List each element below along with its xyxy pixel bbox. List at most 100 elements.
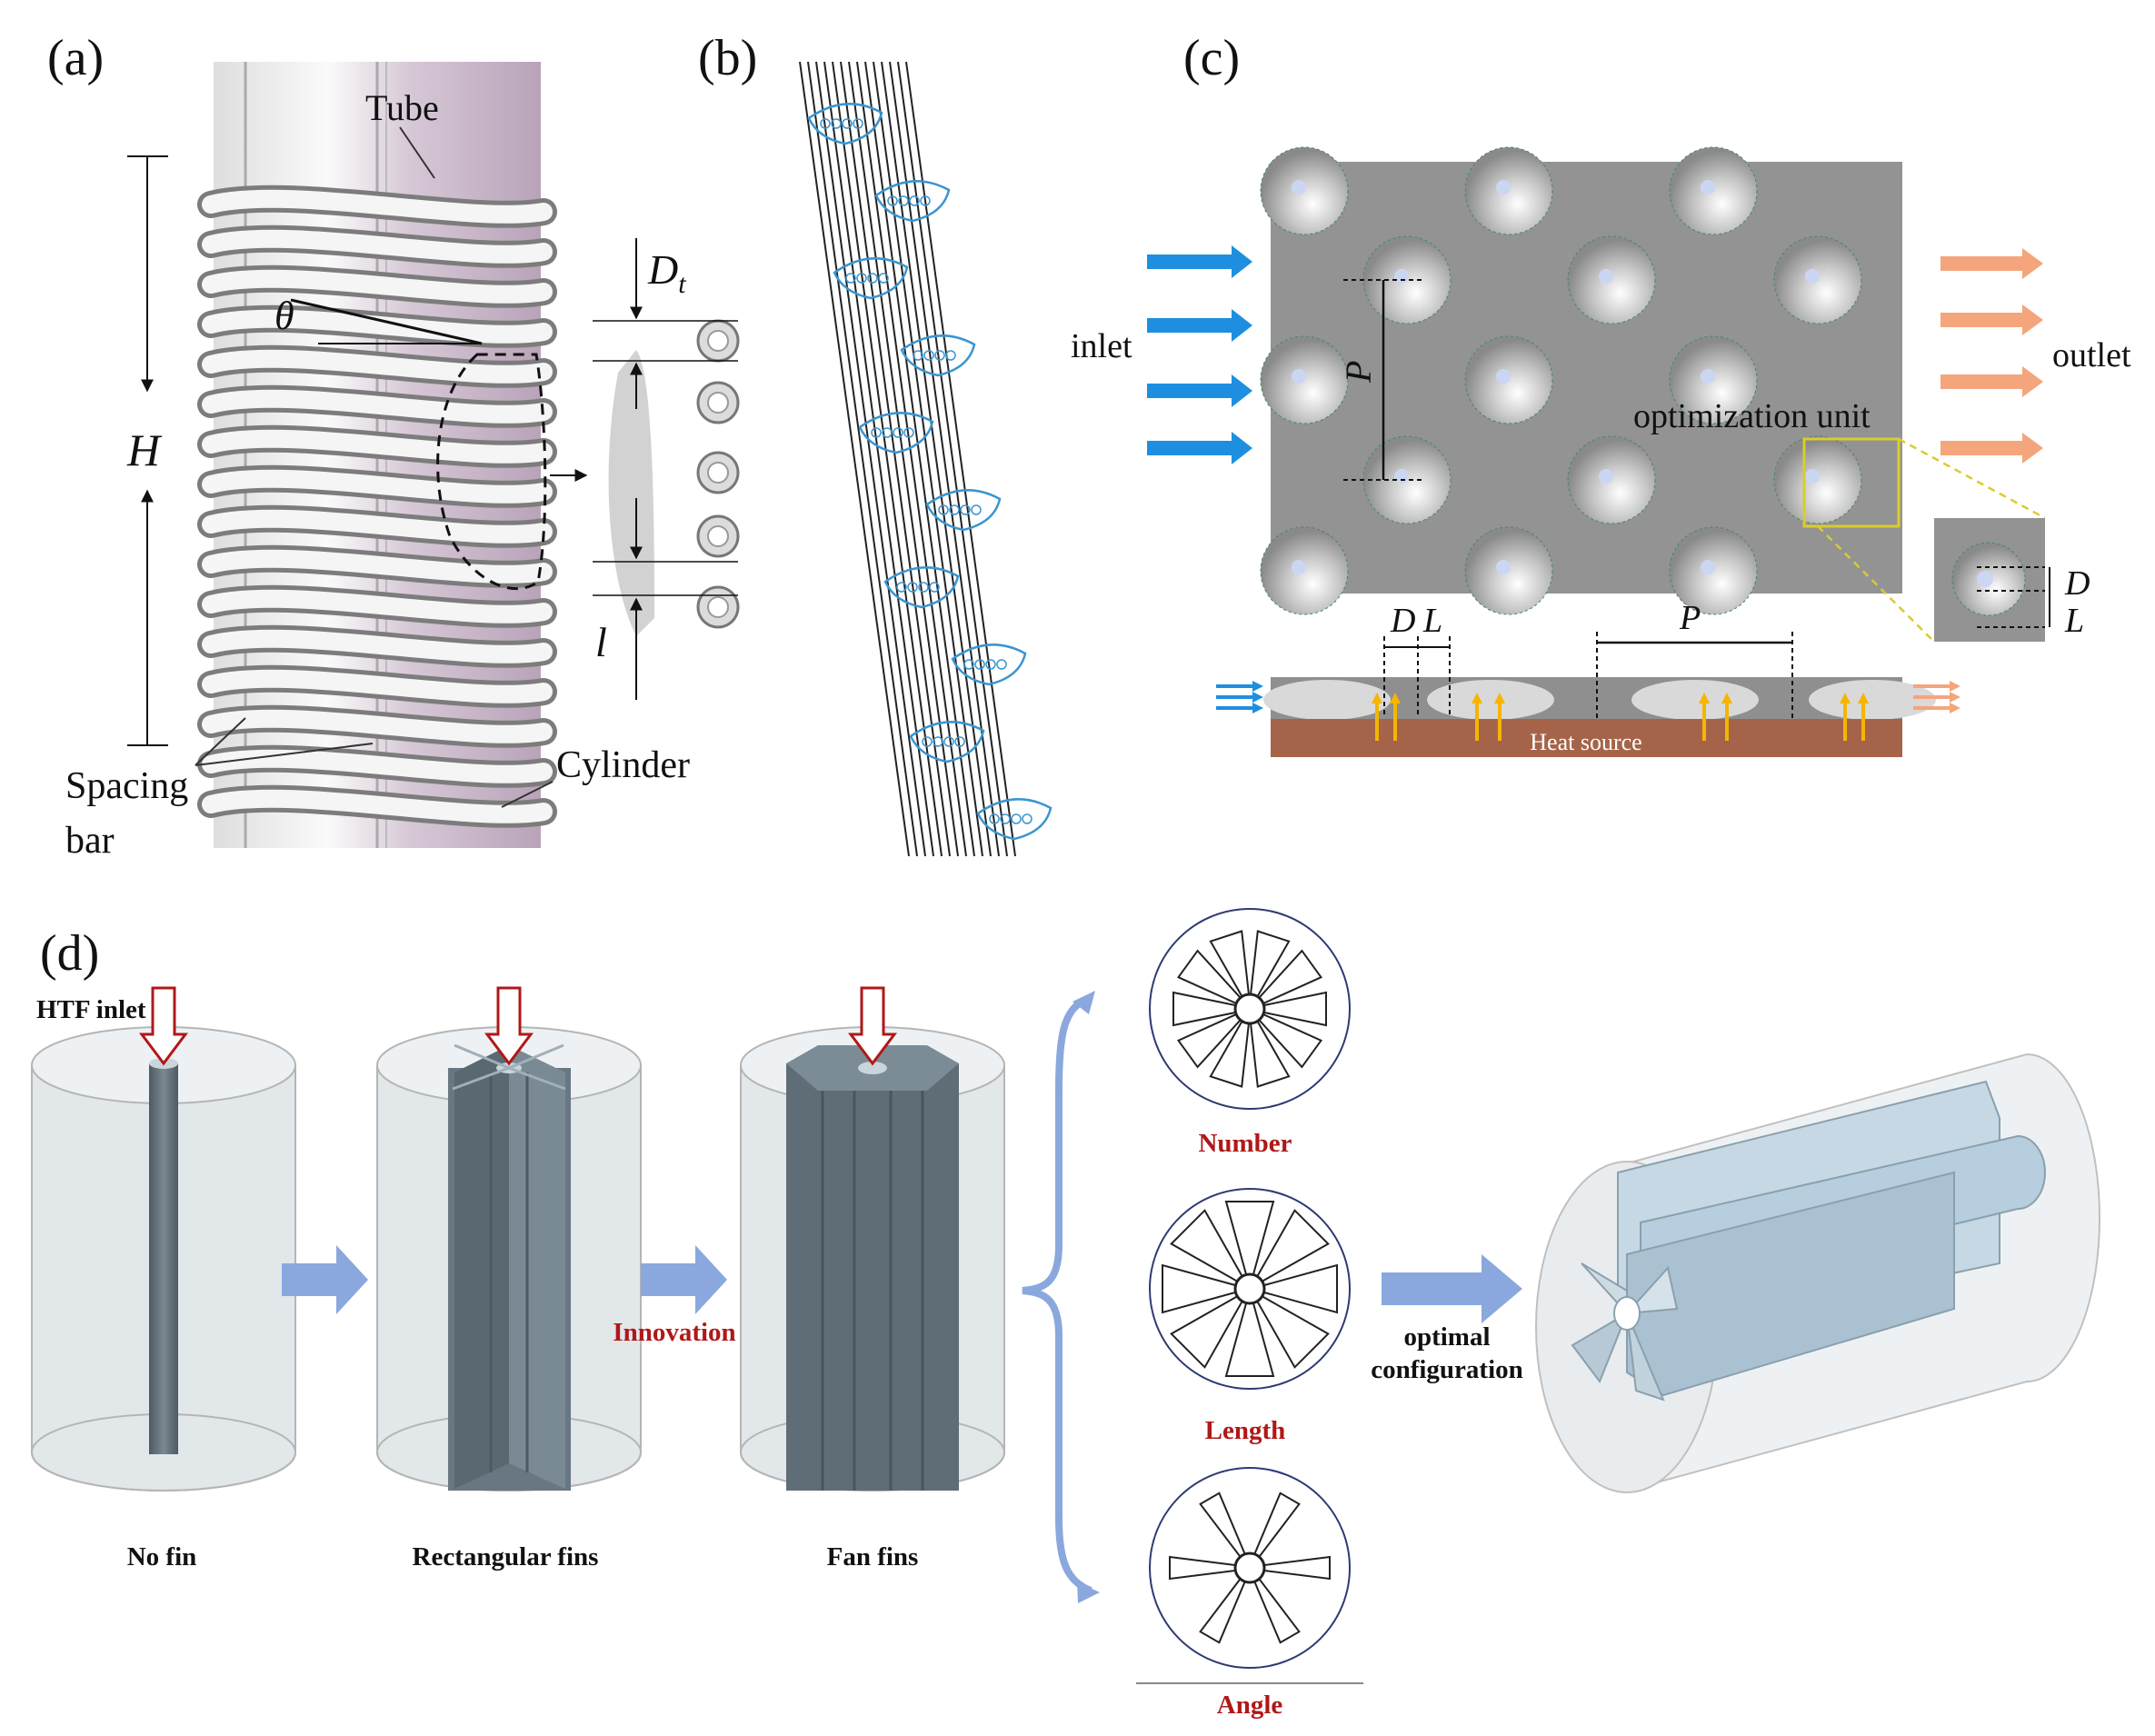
number-label: Number [1198, 1129, 1292, 1158]
helical-coils [197, 185, 557, 828]
coil-turn [202, 309, 553, 344]
dimple-hole [1701, 560, 1715, 574]
spacer-wire-loop [896, 582, 907, 593]
spacer-wire-wrap [883, 566, 960, 609]
dimple-array [1260, 146, 1862, 615]
dimple-hole [1394, 269, 1409, 284]
heat-arrow-head [1858, 693, 1869, 703]
theta-label: θ [274, 294, 294, 338]
inlet-arrow [1147, 309, 1252, 342]
heat-arrows [1372, 693, 1869, 741]
spacer-wire-loop [943, 736, 954, 747]
spacer-wire-loop [882, 427, 893, 438]
side-outlet-arrow [1913, 692, 1960, 703]
htf-inlet-arrow [139, 986, 188, 1066]
panel-d: (d) HTF inlet No fin Rectangul [31, 908, 2100, 1720]
spacer-wire-loop [922, 736, 933, 747]
section-tube-bore [707, 462, 729, 484]
spacer-wire-loop [887, 195, 898, 206]
fan-fins-model [740, 1026, 1005, 1492]
fan-fins-label: Fan fins [827, 1542, 919, 1571]
spacer-wire-loop [933, 736, 943, 747]
cross-section-profile [608, 350, 654, 636]
coil-turn [202, 429, 553, 464]
wire-line [905, 61, 1016, 857]
spacer-wire-loop [853, 118, 863, 129]
innovation-label: Innovation [613, 1318, 735, 1347]
spacer-wire-loop [985, 659, 996, 670]
htf-inlet-label: HTF inlet [36, 995, 146, 1024]
coil-turn [202, 629, 553, 663]
section-tube-bore [707, 596, 729, 618]
spacer-wire-loop [913, 350, 923, 361]
side-inlet-arrow [1216, 703, 1263, 713]
flow-arrow-1 [282, 1245, 368, 1314]
coil-turn [202, 389, 553, 424]
side-dimple [1263, 680, 1391, 720]
spacer-wire-loop [845, 273, 856, 284]
spacer-wire-loop [867, 273, 878, 284]
side-p-label: P [1679, 599, 1701, 637]
wire-line [832, 61, 943, 857]
spacing-bar-leader-1 [195, 717, 246, 766]
panel-c: (c) inlet outlet P optimization unit D L [1071, 30, 2131, 757]
fin-variants [1149, 908, 1351, 1669]
tube-leader [399, 126, 435, 179]
zoomed-dimple-hole [1977, 571, 1993, 587]
flow-arrow-3 [1382, 1254, 1522, 1323]
panel-b-label: (b) [698, 30, 757, 86]
dimple-hole [1701, 180, 1715, 195]
spacer-wire-loop [831, 118, 842, 129]
outlet-arrow [1940, 304, 2043, 335]
dimple-hole [1701, 369, 1715, 384]
panel-a: (a) H θ Tube Dt l [47, 30, 740, 862]
optimization-unit-box [1802, 437, 1901, 528]
spacer-wire-wrap [833, 257, 909, 300]
wire-line [889, 61, 1000, 857]
spacer-wire-loop [934, 350, 945, 361]
cylinder-label: Cylinder [556, 744, 690, 786]
spacing-bar-leader-2 [195, 743, 374, 766]
tube-label: Tube [365, 87, 439, 128]
coil-turn [202, 469, 553, 504]
coil-turn [202, 589, 553, 624]
spacer-wire-wrap [976, 798, 1053, 841]
wire-line [848, 61, 959, 857]
side-dimple [1427, 680, 1554, 720]
coil-turn [202, 709, 553, 743]
section-tube-bore [707, 330, 729, 352]
heat-arrow-head [1721, 693, 1732, 703]
dimple-hole [1599, 269, 1613, 284]
wire-line [815, 61, 926, 857]
spacer-wire-wrap [909, 721, 985, 763]
spacer-wire-wrap [900, 334, 976, 377]
optimization-unit-label: optimization unit [1633, 397, 1871, 435]
angle-label: Angle [1217, 1691, 1283, 1720]
zoom-d-label: D [2064, 564, 2090, 603]
dimple-hole [1496, 560, 1511, 574]
heat-arrow-head [1390, 693, 1401, 703]
spacer-wire-loop [989, 813, 1000, 824]
spacer-wire-loop [996, 659, 1007, 670]
side-outlet-arrow [1913, 703, 1960, 713]
heat-arrow-head [1840, 693, 1851, 703]
optimal-configuration-model [1535, 1053, 2100, 1493]
spacer-wire-loop [820, 118, 831, 129]
spacer-wire-loop [1000, 813, 1011, 824]
spacer-wire-loop [974, 659, 985, 670]
no-fin-model [31, 1026, 296, 1492]
h-label: H [126, 424, 163, 475]
zoom-l-label: L [2064, 602, 2084, 640]
length-label: Length [1205, 1416, 1286, 1445]
coil-turn [202, 269, 553, 304]
inlet-arrows [1147, 245, 1252, 464]
panel-c-label: (c) [1183, 30, 1240, 86]
l-label: l [595, 619, 607, 665]
coil-turn [202, 789, 553, 823]
side-dimple [1809, 680, 1936, 720]
coil-turn [202, 189, 553, 224]
fan-inlet-arrow [848, 986, 897, 1066]
coil-turn [202, 549, 553, 584]
dimple-hole [1292, 369, 1306, 384]
